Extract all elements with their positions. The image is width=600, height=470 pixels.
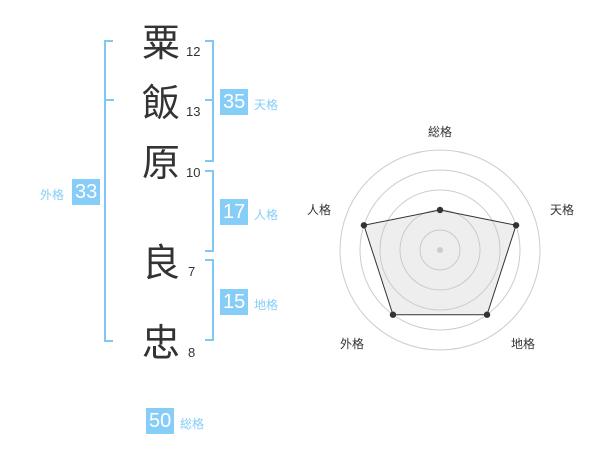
jinkaku-label: 人格: [254, 208, 279, 222]
radar-area: [363, 209, 517, 316]
kanji-4: 良: [141, 241, 180, 285]
radar-axis-label-tenkaku: 天格: [550, 203, 575, 217]
radar-center: [437, 247, 443, 253]
radar-point-1: [512, 222, 520, 229]
radar-point-3: [389, 311, 397, 318]
radar-ring: [419, 229, 461, 271]
jinkaku-bracket: [205, 170, 214, 252]
kanji-5: 忠: [141, 321, 180, 365]
kanji-2: 飯: [141, 81, 180, 125]
stroke-count-4: 7: [188, 264, 196, 279]
tenkaku-badge: 35: [220, 89, 249, 115]
stroke-count-3: 10: [186, 165, 201, 180]
chikaku-badge: 15: [220, 289, 249, 315]
gaikaku-bracket: [104, 40, 113, 342]
tenkaku-bracket: [205, 40, 214, 162]
radar-ring: [379, 189, 501, 311]
radar-axis-label-gaikaku: 外格: [340, 337, 365, 351]
soukaku-badge: 50: [146, 408, 175, 434]
chikaku-bracket: [205, 259, 214, 341]
chikaku-label: 地格: [254, 298, 279, 312]
stroke-count-2: 13: [186, 104, 201, 119]
tenkaku-label: 天格: [254, 98, 279, 112]
gaikaku-badge: 33: [72, 179, 101, 205]
kanji-1: 粟: [141, 21, 180, 65]
radar-axis-label-soukaku: 総格: [428, 125, 453, 139]
gaikaku-bracket-tick: [106, 99, 114, 101]
radar-axis-label-chikaku: 地格: [511, 337, 536, 351]
kanji-3: 原: [141, 141, 180, 185]
radar-point-2: [483, 311, 491, 318]
radar-ring: [339, 149, 541, 351]
tenkaku-bracket-tick: [205, 99, 213, 101]
soukaku-label: 総格: [180, 417, 205, 431]
radar-point-0: [436, 206, 444, 214]
jinkaku-badge: 17: [220, 199, 249, 225]
gaikaku-label: 外格: [40, 188, 65, 202]
stroke-count-1: 12: [186, 44, 201, 59]
radar-point-4: [360, 222, 368, 229]
radar-axis-label-jinkaku: 人格: [307, 203, 332, 217]
radar-ring: [359, 169, 521, 331]
stroke-count-5: 8: [188, 345, 196, 360]
